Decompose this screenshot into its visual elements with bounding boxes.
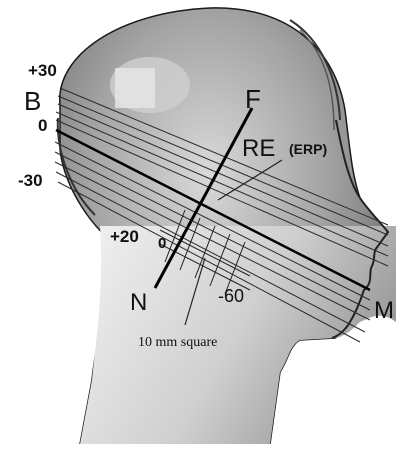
label-N: N (130, 289, 147, 316)
label-B: B (24, 86, 41, 116)
label-plus20: +20 (110, 227, 139, 246)
grid-note: 10 mm square (138, 335, 217, 350)
label-plus30: +30 (28, 61, 57, 80)
label-M: M (374, 297, 394, 324)
label-RE: RE (242, 135, 275, 162)
label-minus60: -60 (218, 286, 244, 306)
label-minus30: -30 (18, 171, 43, 190)
label-F: F (245, 84, 261, 114)
neck-region (80, 226, 396, 444)
label-center-zero: 0 (158, 235, 166, 252)
brain-blob (115, 68, 155, 108)
label-ERP: (ERP) (289, 141, 327, 157)
label-B-zero: 0 (38, 116, 47, 135)
